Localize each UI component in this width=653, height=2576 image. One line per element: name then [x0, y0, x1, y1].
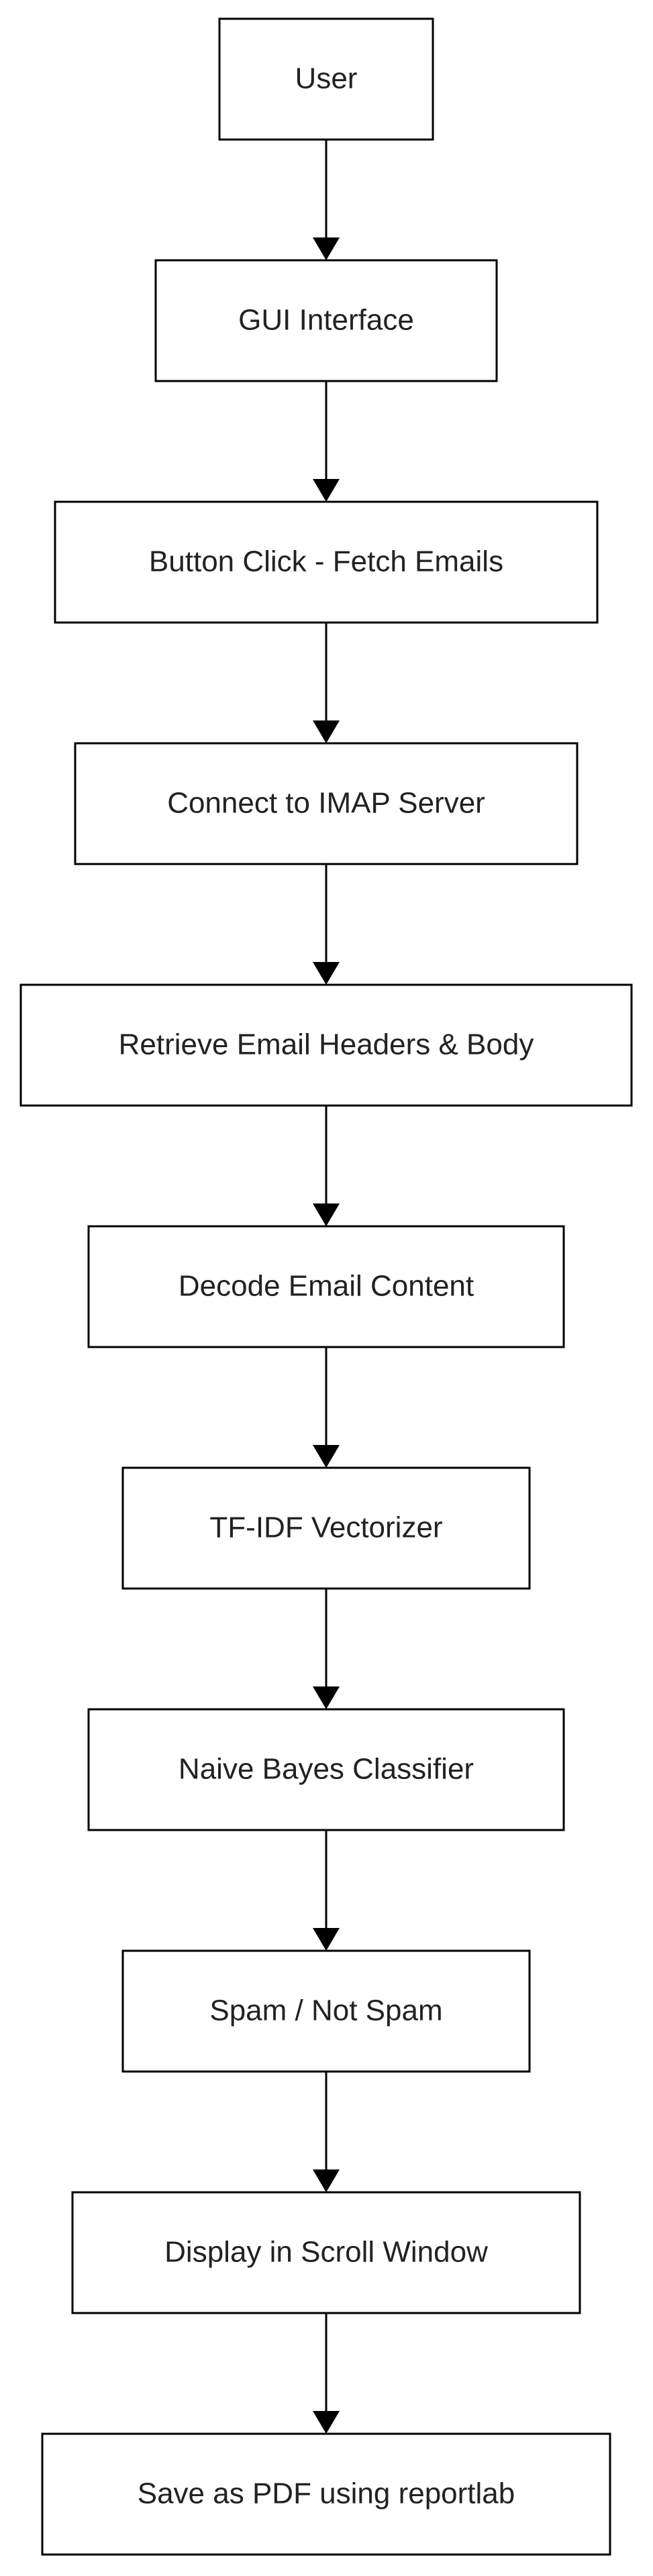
arrow-head-icon	[313, 720, 340, 743]
node-display: Display in Scroll Window	[71, 2191, 581, 2314]
node-box	[74, 742, 579, 865]
arrow-retrieve-to-decode	[313, 1106, 340, 1226]
node-result: Spam / Not Spam	[121, 1949, 531, 2073]
arrow-tfidf-to-nb	[313, 1589, 340, 1709]
arrow-head-icon	[313, 1203, 340, 1226]
arrow-head-icon	[313, 1445, 340, 1468]
node-label: TF-IDF Vectorizer	[209, 1511, 442, 1544]
node-box	[41, 2432, 611, 2556]
arrow-head-icon	[313, 2411, 340, 2434]
arrow-gui-to-fetch	[313, 381, 340, 502]
arrow-nb-to-result	[313, 1830, 340, 1951]
node-gui: GUI Interface	[154, 259, 498, 382]
node-nb: Naive Bayes Classifier	[87, 1708, 565, 1831]
node-label: Retrieve Email Headers & Body	[119, 1028, 534, 1061]
connectors	[313, 140, 340, 2434]
arrow-imap-to-retrieve	[313, 864, 340, 985]
node-label: User	[295, 62, 358, 95]
node-label: Connect to IMAP Server	[167, 787, 485, 820]
node-box	[87, 1708, 565, 1831]
node-label: Button Click - Fetch Emails	[149, 545, 503, 578]
node-pdf: Save as PDF using reportlab	[41, 2432, 611, 2556]
arrow-head-icon	[313, 1686, 340, 1709]
node-imap: Connect to IMAP Server	[74, 742, 579, 865]
arrow-head-icon	[313, 237, 340, 260]
arrow-head-icon	[313, 1928, 340, 1951]
arrow-head-icon	[313, 962, 340, 985]
arrow-decode-to-tfidf	[313, 1347, 340, 1468]
node-tfidf: TF-IDF Vectorizer	[121, 1466, 531, 1590]
node-box	[218, 17, 434, 141]
node-label: GUI Interface	[238, 304, 414, 337]
node-fetch: Button Click - Fetch Emails	[54, 500, 599, 624]
arrow-user-to-gui	[313, 140, 340, 260]
arrow-display-to-pdf	[313, 2313, 340, 2434]
node-label: Spam / Not Spam	[209, 1994, 442, 2027]
arrow-head-icon	[313, 2169, 340, 2192]
node-box	[19, 983, 633, 1107]
node-label: Save as PDF using reportlab	[138, 2477, 515, 2510]
node-box	[154, 259, 498, 382]
arrow-result-to-display	[313, 2072, 340, 2192]
node-box	[121, 1466, 531, 1590]
node-retrieve: Retrieve Email Headers & Body	[19, 983, 633, 1107]
node-label: Decode Email Content	[179, 1270, 474, 1303]
node-user: User	[218, 17, 434, 141]
node-decode: Decode Email Content	[87, 1225, 565, 1348]
node-label: Naive Bayes Classifier	[179, 1753, 474, 1786]
node-box	[87, 1225, 565, 1348]
arrow-fetch-to-imap	[313, 623, 340, 743]
arrow-head-icon	[313, 479, 340, 502]
node-box	[54, 500, 599, 624]
node-box	[71, 2191, 581, 2314]
node-label: Display in Scroll Window	[164, 2236, 488, 2269]
node-box	[121, 1949, 531, 2073]
